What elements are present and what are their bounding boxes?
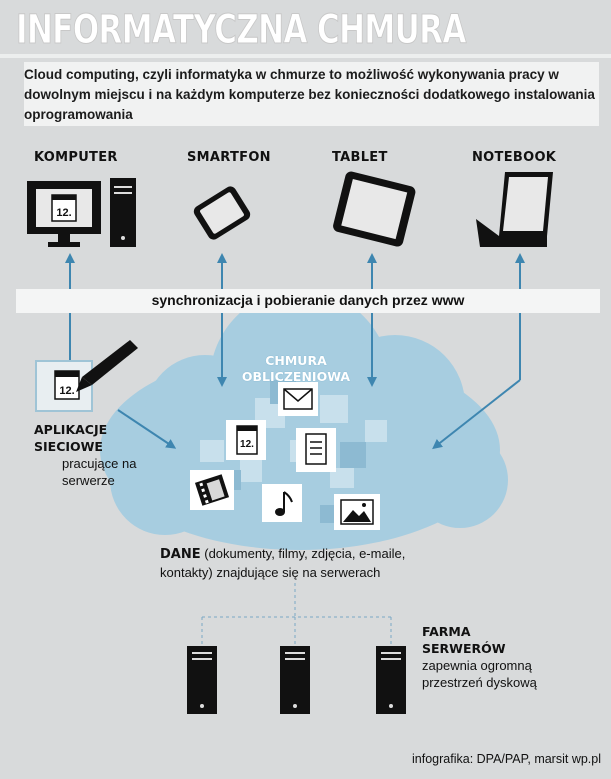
server-connectors: [201, 583, 392, 646]
cloud-title-line2: OBLICZENIOWA: [241, 369, 351, 384]
calendar-small-icon: 12.: [226, 420, 266, 460]
envelope-icon: [278, 382, 318, 416]
computer-icon: 12.: [27, 181, 101, 247]
svg-text:12.: 12.: [240, 439, 254, 450]
notebook-icon: [476, 172, 553, 247]
farm-label: FARMA SERWERÓW zapewnia ogromną przestrz…: [422, 623, 537, 691]
tower-icon: [110, 178, 136, 247]
server-icon: [187, 646, 217, 714]
credit: infografika: DPA/PAP, marsit wp.pl: [412, 752, 601, 766]
label-smartphone: SMARTFON: [187, 150, 271, 165]
label-computer: KOMPUTER: [34, 150, 118, 165]
photo-icon: [334, 494, 380, 530]
data-desc-part1: (dokumenty, filmy, zdjęcia, e-maile,: [200, 546, 406, 561]
sync-label: synchronizacja i pobieranie danych przez…: [151, 292, 465, 308]
tablet-icon: [333, 171, 416, 247]
pen-icon: [76, 340, 138, 392]
data-description: DANE (dokumenty, filmy, zdjęcia, e-maile…: [160, 545, 460, 582]
smartphone-icon: [193, 186, 251, 240]
page-title: INFORMATYCZNA CHMURA: [16, 7, 467, 54]
apps-title-line1: APLIKACJE: [34, 422, 108, 437]
document-icon: [296, 428, 336, 472]
data-desc-part2: kontakty) znajdujące się na serwerach: [160, 565, 381, 580]
apps-title-line2: SIECIOWE: [34, 439, 103, 454]
apps-desc-line2: serwerze: [62, 473, 115, 488]
cloud-title: CHMURA OBLICZENIOWA: [226, 353, 366, 385]
farm-title-line2: SERWERÓW: [422, 641, 506, 656]
svg-text:12.: 12.: [59, 385, 74, 397]
farm-desc-line1: zapewnia ogromną: [422, 658, 532, 673]
label-tablet: TABLET: [332, 150, 388, 165]
music-note-icon: [262, 484, 302, 522]
intro-box: Cloud computing, czyli informatyka w chm…: [24, 62, 599, 126]
label-notebook: NOTEBOOK: [472, 150, 557, 165]
cloud-shape: [100, 290, 508, 550]
cloud-title-line1: CHMURA: [265, 353, 327, 368]
sync-bar: synchronizacja i pobieranie danych przez…: [16, 289, 600, 313]
computer-calendar-number: 12.: [56, 207, 71, 219]
farm-desc-line2: przestrzeń dyskową: [422, 675, 537, 690]
farm-title-line1: FARMA: [422, 624, 471, 639]
apps-label: APLIKACJE SIECIOWE pracujące na serwerze: [34, 421, 136, 489]
film-icon: [190, 470, 234, 510]
calendar-icon: 12.: [35, 360, 93, 412]
data-bold: DANE: [160, 547, 201, 562]
intro-text: Cloud computing, czyli informatyka w chm…: [24, 67, 595, 122]
title-divider: [0, 54, 611, 58]
server-icon: [376, 646, 406, 714]
apps-desc-line1: pracujące na: [62, 456, 137, 471]
server-icon: [280, 646, 310, 714]
